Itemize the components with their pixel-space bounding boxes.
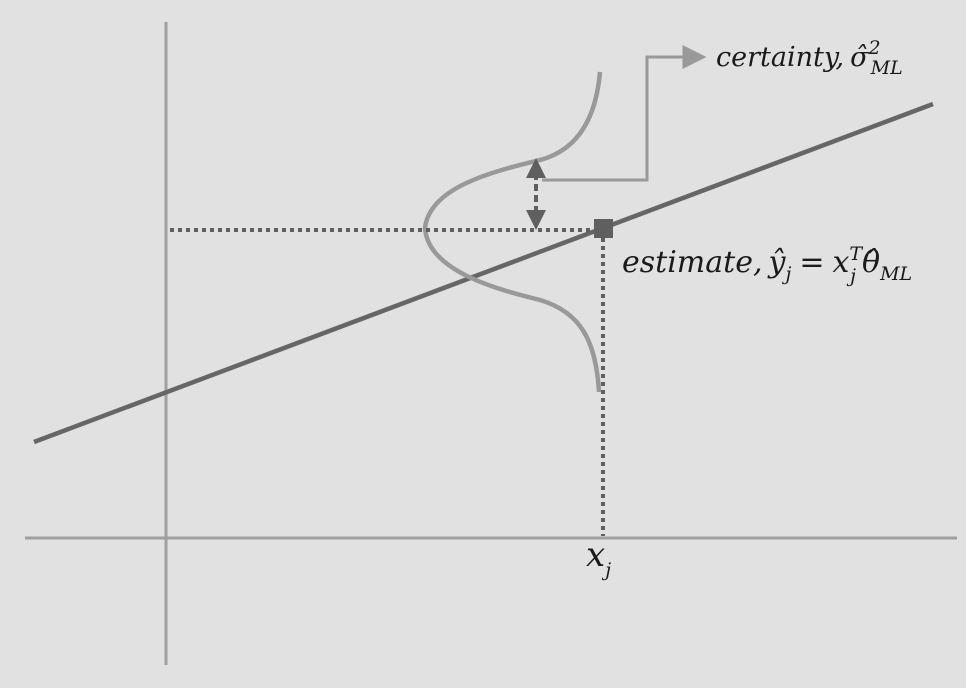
gaussian-curve (422, 71, 603, 393)
certainty-connector-arrow (542, 45, 707, 182)
estimate-marker (594, 219, 613, 238)
regression-line (33, 101, 934, 445)
x-axis-point-label: xj (586, 535, 611, 581)
